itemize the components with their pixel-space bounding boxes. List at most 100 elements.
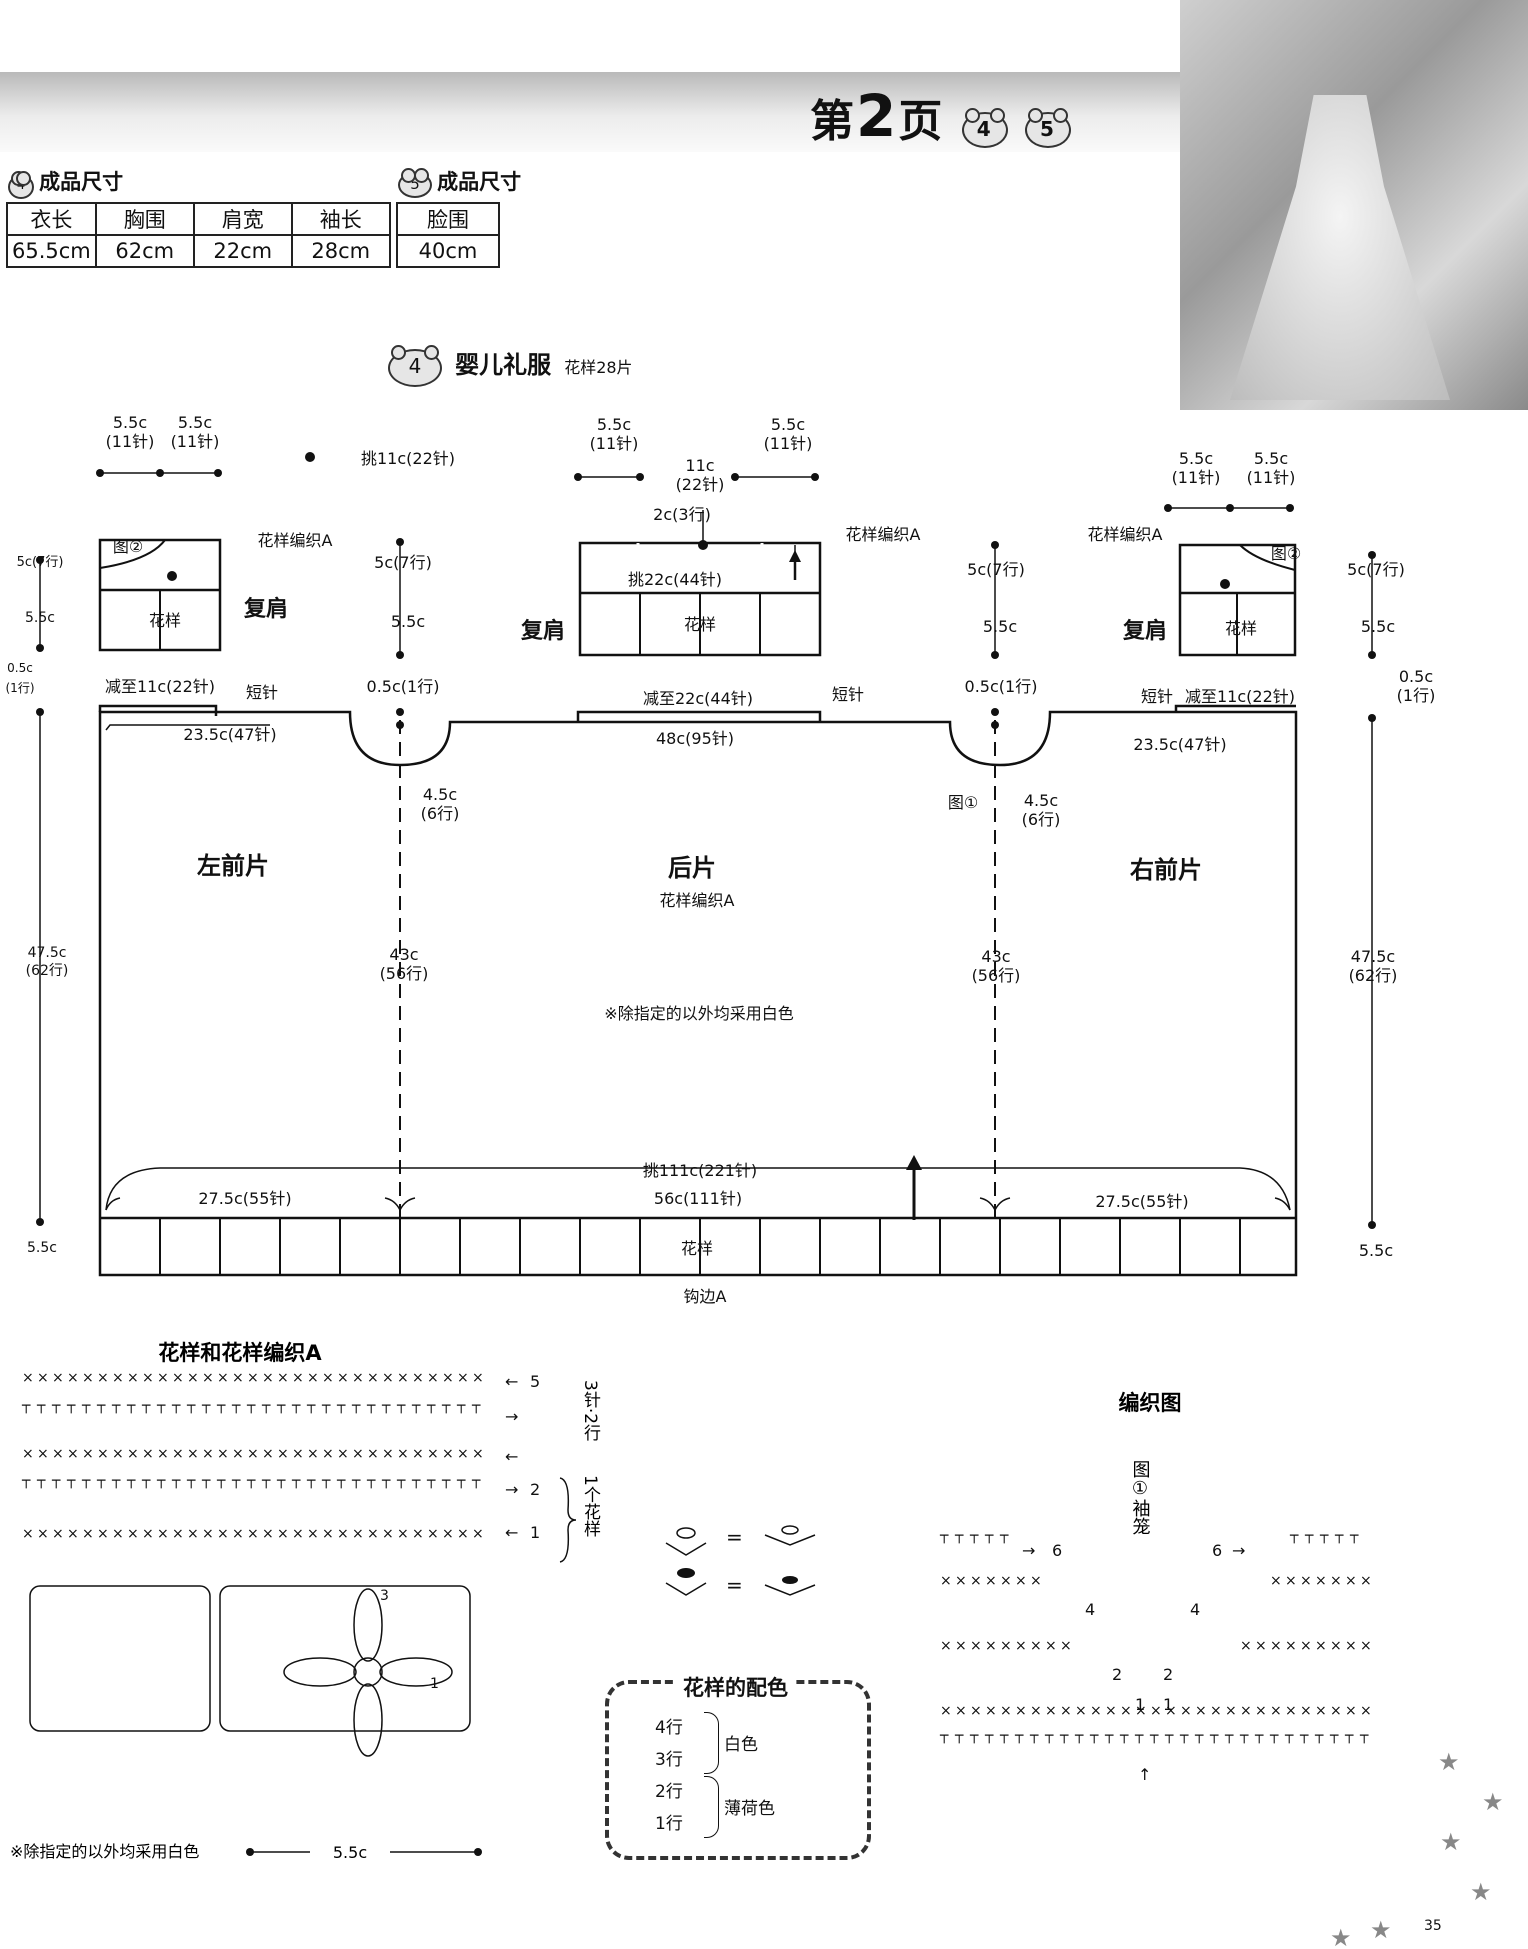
dim-label: (11针) [764, 434, 813, 453]
stitch-symbol: × [1030, 1573, 1042, 1589]
stitch-symbol: × [217, 1370, 229, 1386]
stitch-symbol: ┬ [216, 1398, 226, 1414]
size5-value: 40cm [396, 234, 500, 268]
dim-label: 5.5c [178, 413, 212, 432]
reduce-label: 减至11c(22针) [1185, 687, 1295, 706]
stitch-symbol: × [202, 1446, 214, 1462]
stitch-symbol: × [292, 1370, 304, 1386]
stitch-symbol: × [970, 1703, 982, 1719]
stitch-symbol: × [22, 1526, 34, 1542]
stitch-symbol: × [1285, 1703, 1297, 1719]
knit-chart-title: 编织图 [1119, 1391, 1182, 1415]
fig1-label: 图① [948, 793, 978, 812]
dim-label: 5.5c [1254, 449, 1288, 468]
stitch-symbol: ┬ [456, 1473, 466, 1489]
stitch-symbol: × [292, 1446, 304, 1462]
width-label: 23.5c(47针) [1133, 735, 1226, 754]
stitch-symbol: × [187, 1370, 199, 1386]
star-icon: ★ [1370, 1916, 1392, 1944]
color-box-title: 花样的配色 [675, 1672, 796, 1702]
stitch-symbol: × [322, 1526, 334, 1542]
stitch-symbol: ┬ [351, 1398, 361, 1414]
legend-label: 挑11c(22针) [361, 449, 455, 468]
stitch-symbol: ┬ [1349, 1528, 1359, 1544]
color-rows: 4行 3行 2行 1行 [655, 1712, 683, 1840]
size4-value: 65.5cm [6, 234, 97, 268]
stitch-symbol: ┬ [291, 1398, 301, 1414]
stitch-symbol: × [337, 1446, 349, 1462]
stitch-symbol: ┬ [276, 1398, 286, 1414]
stitch-symbol: × [457, 1446, 469, 1462]
stitch-symbol: × [985, 1638, 997, 1654]
size5-label: 成品尺寸 [437, 170, 522, 194]
stitch-symbol: ┬ [336, 1398, 346, 1414]
dim-label: 5c(7行) [967, 560, 1025, 579]
dim-label: (11针) [1172, 468, 1221, 487]
stitch-symbol: × [277, 1370, 289, 1386]
stitch-symbol: × [1300, 1703, 1312, 1719]
stitch-symbol: ┬ [171, 1473, 181, 1489]
stitch-symbol: × [322, 1370, 334, 1386]
dim-label: 2c(3行) [653, 505, 711, 524]
diagram-subtitle: 花样28片 [564, 358, 633, 377]
stitch-symbol: × [1330, 1703, 1342, 1719]
stitch-symbol: × [1135, 1703, 1147, 1719]
stitch-symbol: × [247, 1446, 259, 1462]
stitch-symbol: × [1345, 1703, 1357, 1719]
width-label: 27.5c(55针) [1095, 1192, 1188, 1211]
stitch-symbol: ┬ [1044, 1728, 1054, 1744]
stitch-symbol: × [37, 1526, 49, 1542]
width-label: 23.5c(47针) [183, 725, 276, 744]
stitch-symbol: ┬ [81, 1398, 91, 1414]
stitch-symbol: ┬ [381, 1398, 391, 1414]
repeat-note: 1个花样 [580, 1475, 601, 1537]
size4-header: 袖长 [290, 202, 391, 236]
yoke-label: 复肩 [1122, 618, 1167, 644]
stitch-symbol: ┬ [141, 1473, 151, 1489]
stitch-symbol: × [1240, 1703, 1252, 1719]
row-number: 1 [1135, 1695, 1145, 1714]
page-number: 35 [1424, 1918, 1442, 1934]
stitch-symbol: ┬ [111, 1398, 121, 1414]
dim-label: 11c [685, 456, 714, 475]
row-number: 6 [1052, 1541, 1062, 1560]
dim-label: 4.5c [1024, 791, 1058, 810]
stitch-symbol: ┬ [1314, 1728, 1324, 1744]
stitch-symbol: × [382, 1446, 394, 1462]
stitch-symbol: × [1255, 1703, 1267, 1719]
stitch-symbol: ┬ [1209, 1728, 1219, 1744]
stitch-symbol: × [247, 1526, 259, 1542]
stitch-symbol: ┬ [1299, 1728, 1309, 1744]
stitch-symbol: × [367, 1526, 379, 1542]
stitch-symbol: × [412, 1446, 424, 1462]
stitch-symbol: × [1315, 1703, 1327, 1719]
page-title: 第2页 4 5 [810, 82, 1072, 150]
stitch-symbol: × [127, 1370, 139, 1386]
stitch-symbol: × [67, 1446, 79, 1462]
dim-label: (56行) [380, 964, 429, 983]
width-label: 48c(95针) [656, 729, 734, 748]
dim-label: 5c(7行) [374, 553, 432, 572]
size4-value: 62cm [94, 234, 195, 268]
stitch-symbol: × [142, 1446, 154, 1462]
stitch-symbol: × [442, 1526, 454, 1542]
stitch-symbol: × [442, 1370, 454, 1386]
stitch-symbol: × [67, 1370, 79, 1386]
dim-label: 5.5c [771, 415, 805, 434]
stitch-symbol: × [187, 1446, 199, 1462]
row-arrow: ← [505, 1523, 518, 1542]
stitch-symbol: × [367, 1370, 379, 1386]
dim-label: 5.5c [25, 610, 55, 626]
motif-label: 花样 [149, 611, 181, 630]
stitch-symbol: ┬ [276, 1473, 286, 1489]
motif-label: 花样 [684, 615, 716, 634]
stitch-symbol: × [187, 1526, 199, 1542]
yoke-pattern-label: 花样编织A [1088, 525, 1163, 544]
stitch-symbol: × [82, 1370, 94, 1386]
badge-4-icon: 4 [961, 108, 1008, 148]
stitch-symbol: × [217, 1526, 229, 1542]
knit-chart-side: 图①袖笼 [1130, 1460, 1151, 1535]
chart-title: 花样和花样编织A [158, 1341, 322, 1365]
stitch-symbol: × [262, 1526, 274, 1542]
equals-sign: = [726, 1573, 743, 1597]
